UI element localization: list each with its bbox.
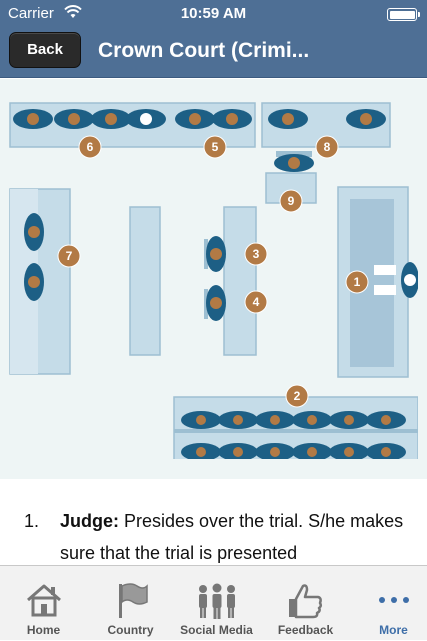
thumbs-up-icon (263, 582, 348, 622)
home-icon (1, 582, 86, 622)
tab-home[interactable]: Home (1, 566, 86, 641)
svg-text:8: 8 (324, 140, 331, 154)
tab-bar: Home Country Social Media Feedback More (0, 565, 427, 640)
svg-text:1: 1 (354, 275, 361, 289)
tab-social-media[interactable]: Social Media (174, 566, 259, 641)
tab-country-label: Country (107, 623, 154, 637)
tab-social-media-label: Social Media (180, 623, 253, 637)
more-icon (351, 582, 427, 622)
marker-1: 1 (345, 270, 369, 294)
tab-feedback[interactable]: Feedback (263, 566, 348, 641)
content-scroll-area[interactable]: 1 2 3 4 5 6 7 8 9 1. Judge: Presides ove… (0, 79, 427, 565)
battery-icon (387, 8, 420, 21)
middle-table (129, 206, 161, 356)
tab-feedback-label: Feedback (277, 623, 334, 637)
tab-more-label: More (379, 623, 408, 637)
svg-text:9: 9 (288, 194, 295, 208)
flag-icon (88, 582, 173, 622)
svg-text:4: 4 (253, 295, 260, 309)
svg-text:7: 7 (66, 249, 73, 263)
legend-text: Judge: Presides over the trial. S/he mak… (24, 505, 419, 565)
svg-text:2: 2 (294, 389, 301, 403)
tab-country[interactable]: Country (88, 566, 173, 641)
marker-2: 2 (285, 384, 309, 408)
tab-more[interactable]: More (351, 566, 427, 641)
legend-item: 1. Judge: Presides over the trial. S/he … (24, 505, 419, 565)
carrier-label: Carrier (8, 5, 54, 22)
marker-6: 6 (78, 135, 102, 159)
legend-description: Presides over the trial. S/he makes sure… (60, 511, 404, 563)
tab-home-label: Home (26, 623, 61, 637)
people-icon (174, 582, 259, 622)
marker-5: 5 (203, 135, 227, 159)
counsel-table (223, 206, 257, 356)
back-button[interactable]: Back (9, 32, 81, 68)
wifi-icon (64, 4, 82, 24)
svg-text:6: 6 (87, 140, 94, 154)
navigation-bar: Back Crown Court (Crimi... (0, 28, 427, 78)
marker-7: 7 (57, 244, 81, 268)
page-title: Crown Court (Crimi... (98, 39, 310, 62)
courtroom-diagram: 1 2 3 4 5 6 7 8 9 (0, 79, 427, 479)
clock: 10:59 AM (180, 5, 247, 22)
svg-text:3: 3 (253, 247, 260, 261)
marker-8: 8 (315, 135, 339, 159)
svg-text:5: 5 (212, 140, 219, 154)
status-bar: Carrier 10:59 AM (0, 0, 427, 28)
legend-number: 1. (24, 511, 40, 531)
legend-term: Judge: (60, 511, 120, 531)
marker-3: 3 (244, 242, 268, 266)
courtroom-layout-image: 1 2 3 4 5 6 7 8 9 (9, 102, 418, 459)
marker-9: 9 (279, 189, 303, 213)
marker-4: 4 (244, 290, 268, 314)
